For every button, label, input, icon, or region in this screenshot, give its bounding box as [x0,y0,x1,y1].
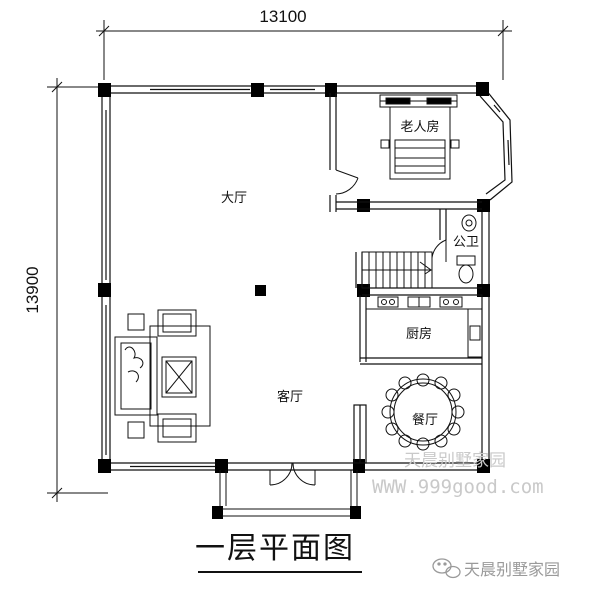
width-dimension-label: 13100 [259,7,306,26]
height-dimension-label: 13900 [23,266,42,313]
elder-room-bed [379,94,460,180]
main-entrance [219,462,358,517]
watermark-site: WWW.999good.com [372,476,544,498]
public-wc-label: 公卫 [453,235,479,250]
top-dimension [96,20,512,80]
drawing-title: 一层平面图 [195,531,355,566]
wechat-account-label: 天晨别墅家园 [464,560,560,579]
kitchen-label: 厨房 [406,326,432,342]
elder-room-door [335,169,359,195]
kitchen-counter [365,294,483,358]
bay-window [479,89,513,201]
left-dimension [47,78,108,502]
dining-table [381,373,465,451]
elder-room-label: 老人房 [400,119,439,135]
staircase [361,251,433,289]
wechat-icon [432,558,461,579]
public-wc-fixtures [431,214,477,284]
sofa-set [114,309,211,443]
living-room-label: 客厅 [277,389,303,405]
hall-label: 大厅 [221,191,247,206]
exterior-walls [101,85,490,471]
watermark-name: 天晨别墅家园 [404,451,506,471]
dining-room-label: 餐厅 [412,412,438,428]
structural-columns [98,82,490,519]
